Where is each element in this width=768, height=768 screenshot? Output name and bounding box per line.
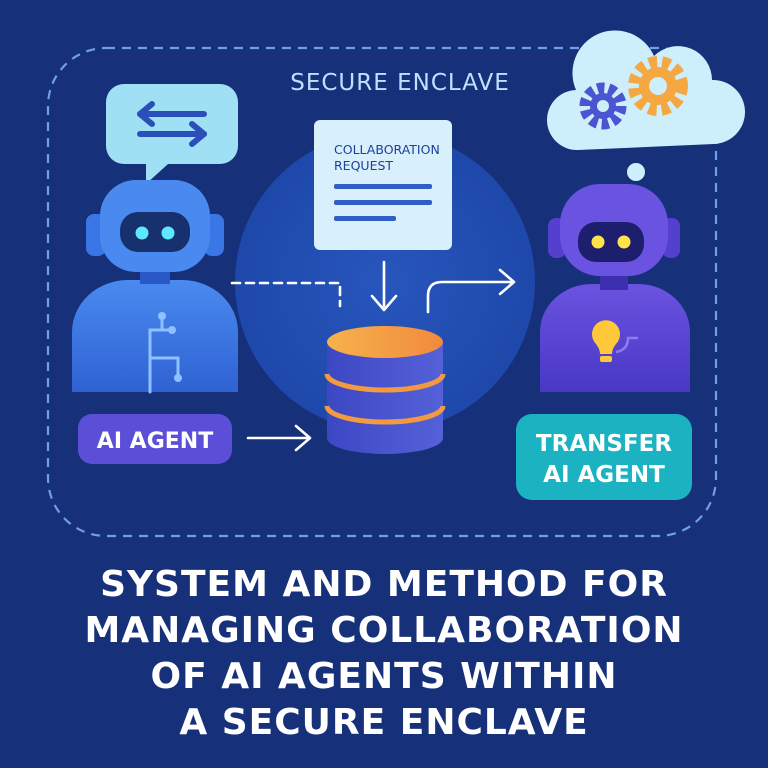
- gears-cloud-icon: [546, 30, 745, 198]
- transfer-label-line1: TRANSFER: [536, 431, 672, 457]
- page-title: SYSTEM AND METHOD FOR MANAGING COLLABORA…: [0, 562, 768, 746]
- ai-agent-label-text: AI AGENT: [97, 429, 213, 454]
- flow-arrows: [230, 260, 516, 452]
- title-line-3: OF AI AGENTS WITHIN: [150, 656, 618, 697]
- title-line-4: A SECURE ENCLAVE: [179, 702, 589, 743]
- secure-enclave-label: SECURE ENCLAVE: [290, 70, 510, 96]
- ai-agent-label: AI AGENT: [78, 414, 232, 464]
- database-icon: [324, 326, 446, 454]
- document-title-line2: REQUEST: [334, 158, 393, 173]
- dashed-link-left-agent: [230, 281, 342, 308]
- arrow-to-right-agent: [426, 280, 514, 314]
- right-ai-agent-robot: [540, 184, 690, 392]
- title-line-1: SYSTEM AND METHOD FOR: [100, 564, 668, 605]
- transfer-ai-agent-label: TRANSFER AI AGENT: [516, 414, 692, 500]
- title-line-2: MANAGING COLLABORATION: [84, 610, 684, 651]
- lightbulb-icon: [592, 320, 638, 362]
- secure-enclave-boundary: [46, 46, 718, 538]
- document-title-line1: COLLABORATION: [334, 142, 440, 157]
- collaboration-request-document: COLLABORATION REQUEST: [314, 120, 452, 250]
- bidirectional-arrow-chat-icon: [106, 84, 238, 184]
- left-ai-agent-robot: [72, 180, 238, 394]
- transfer-label-line2: AI AGENT: [543, 462, 665, 488]
